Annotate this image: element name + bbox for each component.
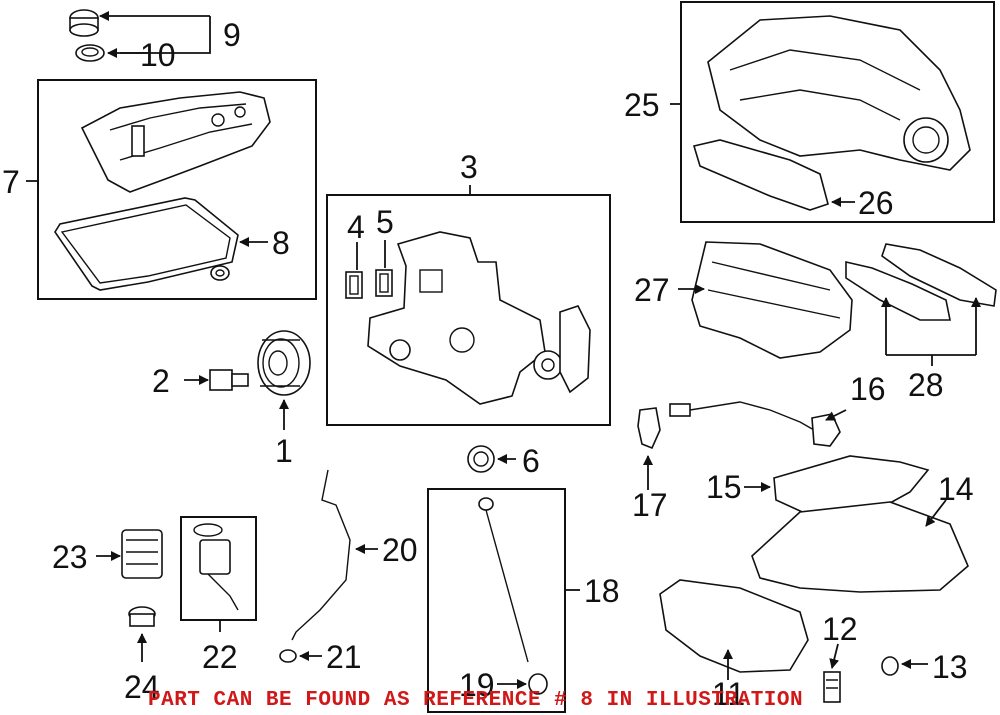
- callout-11: 11: [712, 676, 745, 712]
- callout-5: 5: [376, 204, 394, 240]
- callout-27: 27: [634, 272, 670, 308]
- upper-oil-pan: [751, 501, 969, 593]
- callout-20: 20: [382, 532, 418, 568]
- group-box-3: [326, 194, 611, 426]
- callout-15: 15: [706, 469, 742, 505]
- callout-9: 9: [223, 17, 241, 53]
- callout-14: 14: [938, 471, 974, 507]
- gasket-5: [375, 269, 393, 297]
- dipstick: [478, 497, 548, 695]
- tube-o-ring: [279, 649, 297, 663]
- manifold-gasket-upper: [692, 139, 829, 211]
- drain-gasket: [881, 656, 899, 676]
- cap-gasket: [75, 44, 105, 62]
- callout-26: 26: [858, 185, 894, 221]
- manifold-gasket-left: [845, 260, 951, 321]
- small-seal: [210, 265, 230, 281]
- callout-28: 28: [908, 367, 944, 403]
- lower-oil-pan: [659, 579, 809, 673]
- sensor-with-harness: [669, 401, 841, 447]
- reference-note: PART CAN BE FOUND AS REFERENCE # 8 IN IL…: [148, 689, 803, 712]
- gasket-4: [345, 271, 363, 299]
- callout-13: 13: [932, 649, 968, 685]
- front-seal: [467, 445, 495, 473]
- oil-filter-element: [193, 523, 239, 611]
- intake-manifold-upper: [707, 15, 971, 171]
- sensor-gasket: [637, 407, 661, 450]
- callout-16: 16: [850, 371, 886, 407]
- callout-22: 22: [202, 639, 238, 675]
- drain-bolt: [823, 671, 841, 703]
- dipstick-tube: [291, 469, 351, 641]
- callout-19: 19: [459, 667, 495, 703]
- callout-17: 17: [632, 487, 668, 523]
- manifold-gasket-right: [881, 243, 997, 307]
- group-box-7: [37, 79, 317, 300]
- callout-4: 4: [347, 209, 365, 245]
- callout-3: 3: [460, 149, 478, 185]
- crankshaft-pulley: [257, 330, 311, 396]
- valve-cover-gasket: [54, 197, 239, 291]
- oil-pan-baffle: [773, 455, 930, 521]
- timing-cover: [367, 231, 591, 405]
- group-box-18: [427, 488, 566, 713]
- callout-21: 21: [326, 639, 362, 675]
- callout-12: 12: [822, 611, 858, 647]
- oil-filter-housing: [121, 529, 163, 579]
- callout-7: 7: [2, 164, 20, 200]
- callout-6: 6: [522, 443, 540, 479]
- callout-18: 18: [584, 573, 620, 609]
- callout-10: 10: [140, 37, 176, 73]
- oil-filler-cap: [69, 9, 99, 37]
- valve-cover: [80, 91, 271, 193]
- callout-24: 24: [124, 669, 160, 705]
- callout-1: 1: [275, 433, 293, 469]
- group-box-22: [180, 516, 257, 621]
- callout-2: 2: [152, 363, 170, 399]
- callout-25: 25: [624, 87, 660, 123]
- intake-manifold-lower: [691, 241, 853, 359]
- group-box-25: [680, 1, 995, 223]
- callout-8: 8: [272, 225, 290, 261]
- pulley-bolt: [209, 369, 249, 391]
- callout-23: 23: [52, 539, 88, 575]
- filter-drain-plug: [128, 606, 156, 627]
